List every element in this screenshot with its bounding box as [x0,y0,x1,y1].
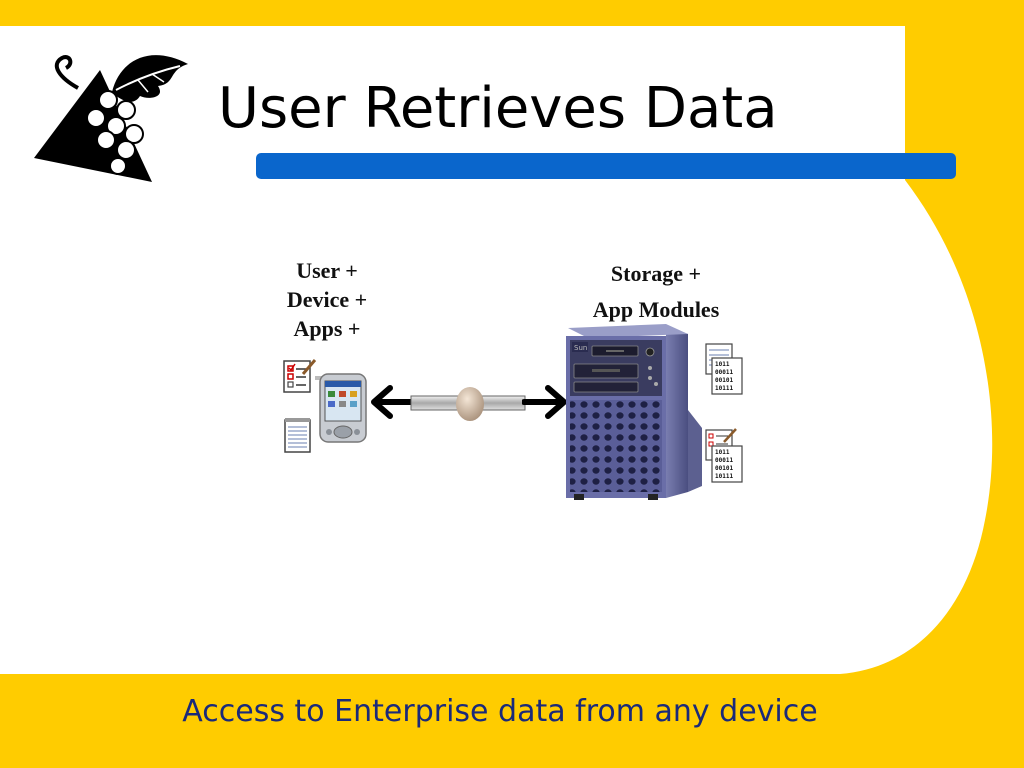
checklist-document-icon [283,359,317,393]
cable-connector-icon [410,387,526,421]
binary-line: 00101 [715,377,733,384]
right-arrow-icon [522,385,567,419]
binary-line: 00011 [715,457,733,464]
binary-line: 00011 [715,369,733,376]
pda-device-icon [319,373,367,443]
grapes-logo-icon [34,55,188,182]
notepad-icon [284,418,311,453]
svg-text:Sun: Sun [574,344,587,352]
client-label-line: Device + [286,287,368,312]
binary-line: 1011 [715,361,730,368]
client-label-line: User + [296,258,358,283]
left-arrow-icon [371,385,416,419]
server-label: Storage + App Modules [556,256,756,328]
binary-document-icon: 1011 00011 00101 10111 [705,428,743,483]
binary-line: 10111 [715,473,733,480]
server-label-line: App Modules [592,297,720,322]
slide-footer: Access to Enterprise data from any devic… [182,694,818,729]
client-label-line: Apps + [293,316,361,341]
binary-line: 1011 [715,449,730,456]
title-accent-bar [256,153,956,179]
client-label: User + Device + Apps + [262,256,392,343]
server-tower-icon: Sun [566,324,702,500]
binary-document-icon: 1011 00011 00101 10111 [705,343,743,395]
slide-title: User Retrieves Data [218,76,778,141]
white-content-panel [0,26,993,674]
binary-line: 00101 [715,465,733,472]
server-label-line: Storage + [610,261,702,286]
binary-line: 10111 [715,385,733,392]
